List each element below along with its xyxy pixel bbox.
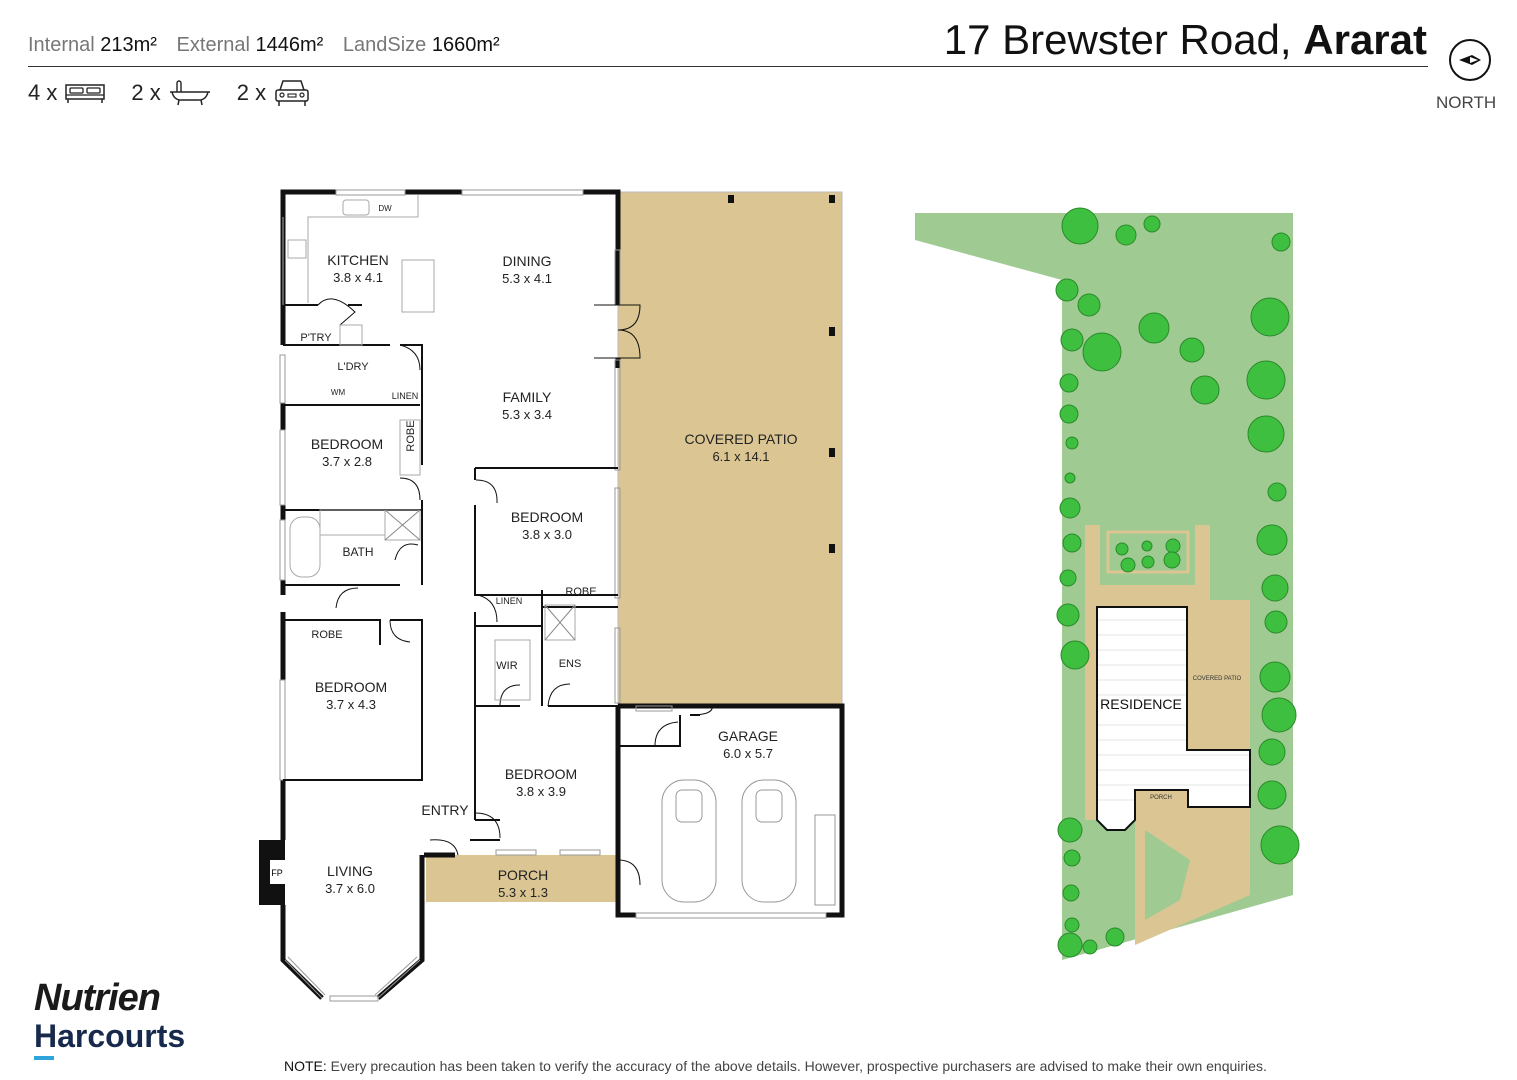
feature-counts: 4 x 2 x 2 x (28, 78, 326, 108)
svg-text:P'TRY: P'TRY (300, 332, 332, 344)
stat-internal: Internal 213m² (28, 34, 157, 56)
svg-text:5.3 x 1.3: 5.3 x 1.3 (498, 885, 548, 900)
svg-text:PORCH: PORCH (498, 867, 549, 883)
svg-text:DW: DW (378, 204, 392, 213)
bath-icon (169, 80, 210, 106)
svg-text:ENTRY: ENTRY (421, 802, 469, 818)
svg-text:3.8 x 3.9: 3.8 x 3.9 (516, 784, 566, 799)
car-icon (275, 80, 309, 106)
svg-text:BEDROOM: BEDROOM (311, 436, 383, 452)
svg-text:KITCHEN: KITCHEN (327, 252, 388, 268)
tree-icons (1055, 207, 1300, 958)
svg-text:WM: WM (331, 388, 346, 397)
svg-text:3.7 x 4.3: 3.7 x 4.3 (326, 697, 376, 712)
carspace-count: 2 x (237, 78, 310, 108)
svg-text:ROBE: ROBE (565, 586, 596, 598)
svg-text:BATH: BATH (342, 545, 373, 559)
svg-text:ROBE: ROBE (311, 629, 342, 641)
svg-text:BEDROOM: BEDROOM (505, 766, 577, 782)
stat-landsize: LandSize 1660m² (342, 34, 500, 56)
property-stats: Internal 213m² External 1446m² LandSize … (28, 34, 514, 57)
svg-text:RESIDENCE: RESIDENCE (1100, 696, 1182, 712)
svg-text:GARAGE: GARAGE (718, 728, 778, 744)
compass-icon (1449, 39, 1491, 81)
svg-text:6.1 x 14.1: 6.1 x 14.1 (712, 449, 769, 464)
north-label: NORTH (1436, 93, 1497, 112)
car-left (661, 779, 717, 903)
svg-text:6.0 x 5.7: 6.0 x 5.7 (723, 746, 773, 761)
svg-text:3.7 x 6.0: 3.7 x 6.0 (325, 881, 375, 896)
north-compass: NORTH (1436, 38, 1496, 113)
svg-text:FAMILY: FAMILY (503, 389, 552, 405)
svg-text:5.3 x 4.1: 5.3 x 4.1 (502, 271, 552, 286)
bedroom-count: 4 x (28, 80, 106, 106)
page-title: 17 Brewster Road, Ararat (943, 16, 1427, 63)
svg-text:LINEN: LINEN (392, 391, 419, 401)
svg-text:FP: FP (271, 868, 283, 878)
svg-text:LIVING: LIVING (327, 863, 373, 879)
svg-text:COVERED PATIO: COVERED PATIO (1193, 676, 1242, 682)
bathroom-count: 2 x (131, 80, 210, 106)
svg-text:COVERED PATIO: COVERED PATIO (684, 431, 797, 447)
header-divider (28, 66, 1428, 67)
svg-text:BEDROOM: BEDROOM (315, 679, 387, 695)
svg-text:BEDROOM: BEDROOM (511, 509, 583, 525)
brand-nutrien: Nutrien (34, 977, 161, 1019)
svg-text:PORCH: PORCH (1150, 795, 1172, 801)
svg-text:3.8 x 3.0: 3.8 x 3.0 (522, 527, 572, 542)
covered-patio-area (617, 191, 843, 707)
svg-text:LINEN: LINEN (496, 596, 523, 606)
bed-icon (65, 84, 106, 103)
site-plan: RESIDENCE COVERED PATIO PORCH (915, 207, 1300, 960)
disclaimer-note: NOTE: Every precaution has been taken to… (284, 1058, 1267, 1074)
svg-text:ROBE: ROBE (405, 420, 417, 451)
svg-text:L'DRY: L'DRY (337, 361, 369, 373)
porch-area (426, 855, 616, 902)
svg-text:3.8 x 4.1: 3.8 x 4.1 (333, 270, 383, 285)
agency-logo: Nutrien Harcourts (34, 978, 185, 1060)
brand-harcourts: Harcourts (34, 1018, 186, 1054)
car-right (741, 779, 797, 903)
svg-text:3.7 x 2.8: 3.7 x 2.8 (322, 454, 372, 469)
svg-text:5.3 x 3.4: 5.3 x 3.4 (502, 407, 552, 422)
svg-text:WIR: WIR (496, 660, 517, 672)
stat-external: External 1446m² (176, 34, 324, 56)
residence-outline (1096, 606, 1251, 831)
svg-text:ENS: ENS (559, 658, 582, 670)
brand-accent-bar (34, 1056, 54, 1060)
svg-text:DINING: DINING (503, 253, 552, 269)
